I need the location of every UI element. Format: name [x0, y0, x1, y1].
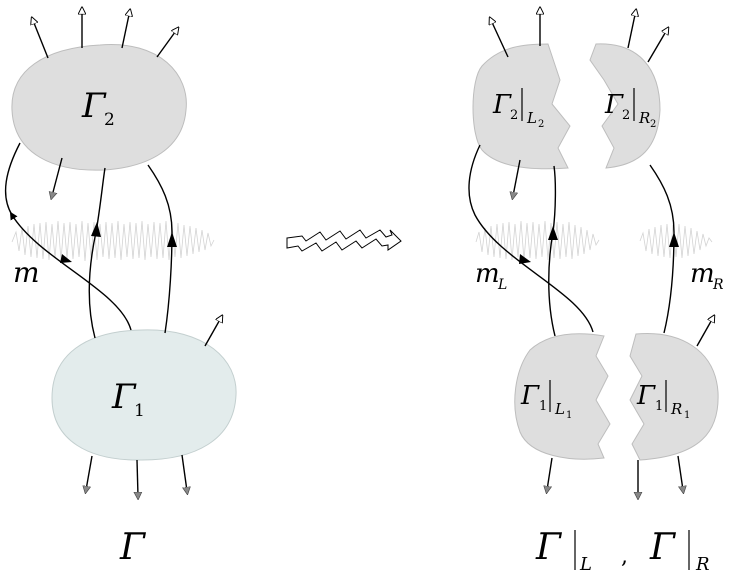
out-arrow-1: [32, 18, 49, 59]
gamma1-right-restriction-sub: 1: [684, 410, 690, 421]
r-out-arrow-3: [627, 10, 636, 49]
gamma2-subscript: 2: [104, 110, 115, 130]
right-diagram: Γ 2 L 2 Γ 2 R 2 Γ 1 L 1 Γ 1 R: [468, 8, 724, 575]
gamma1-left-label: Γ: [520, 381, 540, 411]
line-right-arrowhead: [167, 232, 177, 247]
gamma1-right-subscript: 1: [655, 399, 663, 414]
message-line-mR: [649, 164, 675, 334]
message-line-mL-arrowhead: [519, 254, 531, 264]
gamma2-right-restriction-sub: 2: [650, 119, 656, 130]
message-label-mR-sub: R: [712, 277, 724, 293]
gamma1-right-label: Γ: [636, 381, 656, 411]
gamma2-left-label: Γ: [492, 90, 512, 120]
message-line-m: [4, 142, 132, 331]
message-label-mL: m: [475, 259, 500, 289]
gamma2-right-subscript: 2: [622, 108, 630, 123]
out-arrow-gamma1: [204, 316, 222, 347]
gamma1-left-restriction: L: [554, 400, 565, 418]
in-arrow-gamma1-2: [137, 459, 138, 496]
transformation-arrow: [286, 229, 402, 252]
right-caption-left-sub: L: [579, 554, 592, 575]
line-center-right-arrowhead: [548, 226, 558, 240]
message-label-m: m: [13, 256, 40, 289]
gamma2-right-label: Γ: [604, 90, 624, 120]
gamma1-right-restriction: R: [670, 400, 682, 418]
in-arrow-gamma2: [52, 157, 63, 196]
gamma2-left-subscript: 2: [510, 108, 518, 123]
squiggle-arrow-icon: [286, 229, 402, 252]
noise-band-right-left: [475, 220, 600, 261]
r-in-arrow-gamma2: [513, 159, 521, 196]
line-center-arrowhead: [91, 222, 101, 237]
gamma2-label: Γ: [81, 86, 107, 126]
gamma1-region: [51, 329, 237, 461]
in-arrow-gamma1-1: [86, 455, 93, 490]
right-caption-right-symbol: Γ: [649, 527, 677, 568]
message-line-mR-arrowhead: [669, 232, 679, 247]
gamma2-right-region: [589, 43, 661, 169]
noise-band-left: [11, 220, 215, 262]
r-in-arrow-gamma1-1: [547, 457, 553, 490]
gamma2-left-restriction-sub: 2: [538, 119, 544, 130]
gamma1-left-subscript: 1: [539, 399, 547, 414]
message-line-m-arrowhead: [60, 254, 72, 263]
gamma2-right-restriction: R: [638, 109, 650, 127]
message-line-mL: [468, 144, 594, 333]
r-in-arrow-gamma1-3: [677, 455, 683, 490]
r-out-arrow-1: [490, 18, 509, 58]
gamma1-left-region: [514, 333, 611, 460]
message-label-mR: m: [690, 259, 715, 289]
in-arrow-gamma1-3: [181, 454, 187, 491]
gamma1-label: Γ: [111, 377, 137, 417]
out-arrow-3: [121, 10, 130, 49]
gamma1-right-region: [629, 332, 719, 461]
left-caption: Γ: [119, 527, 147, 568]
out-arrow-4: [156, 28, 178, 58]
message-label-mL-sub: L: [497, 277, 507, 293]
r-out-arrow-4: [647, 28, 668, 63]
gamma1-left-restriction-sub: 1: [566, 410, 572, 421]
r-out-arrow-gamma1: [696, 316, 714, 347]
right-caption-right-sub: R: [695, 554, 710, 575]
right-caption-left-symbol: Γ: [535, 527, 563, 568]
right-caption-comma: ,: [621, 544, 628, 569]
gamma1-subscript: 1: [134, 401, 145, 421]
left-diagram: Γ 2 Γ 1 m Γ: [4, 8, 237, 568]
noise-band-right-right: [639, 223, 713, 259]
gamma2-left-restriction: L: [526, 109, 537, 127]
